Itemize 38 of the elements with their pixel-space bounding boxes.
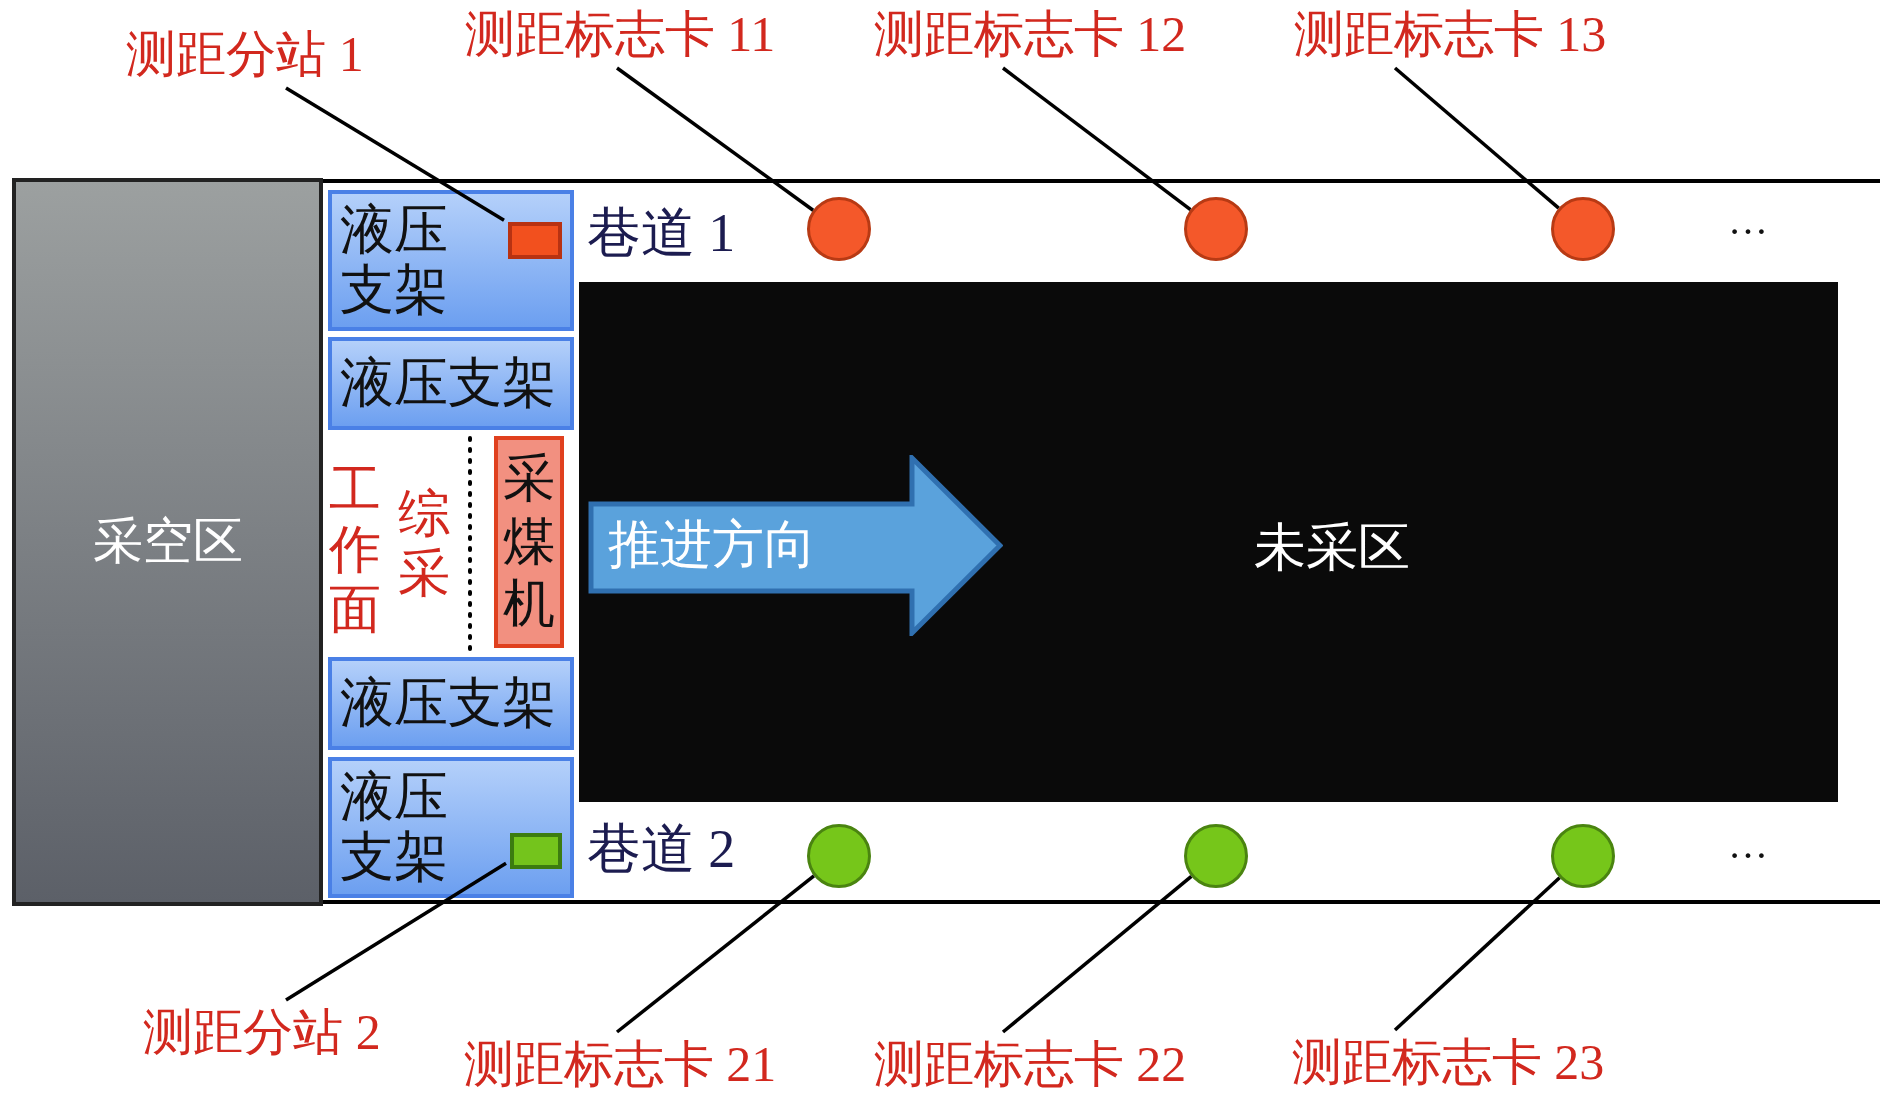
leader-line [1393, 876, 1561, 1032]
callout-label: 测距标志卡 13 [1260, 2, 1640, 68]
passage-label: 巷道 1 [585, 201, 737, 265]
shearer-box: 采煤机 [494, 436, 564, 648]
leader-line [615, 66, 815, 212]
ranging-station-marker [510, 833, 562, 869]
hydraulic-support-box: 液压支架 [328, 757, 574, 898]
callout-label: 测距分站 2 [112, 1000, 412, 1066]
tag-card-marker [807, 197, 871, 261]
callout-label: 测距标志卡 11 [430, 2, 810, 68]
leader-line [285, 861, 507, 1002]
leader-line [615, 874, 815, 1034]
advance-arrow: 推进方向 [588, 455, 1003, 636]
callout-label: 测距标志卡 22 [840, 1032, 1220, 1098]
tag-card-marker [1551, 197, 1615, 261]
ellipsis: … [1727, 821, 1769, 869]
hydraulic-support-box: 液压支架 [328, 337, 574, 430]
face-label: 工作面 [328, 460, 383, 640]
ranging-station-marker [508, 222, 562, 259]
tag-card-marker [1551, 824, 1615, 888]
ellipsis: … [1727, 197, 1769, 245]
hydraulic-support-box: 液压支架 [328, 657, 574, 750]
callout-label: 测距标志卡 12 [840, 2, 1220, 68]
callout-label: 测距标志卡 23 [1258, 1030, 1638, 1096]
tag-card-marker [1184, 197, 1248, 261]
unmined-area: 推进方向 未采区 [579, 282, 1838, 802]
callout-label: 测距标志卡 21 [430, 1032, 810, 1098]
leader-line [1001, 66, 1192, 212]
passage-label: 巷道 2 [585, 817, 737, 881]
callout-label: 测距分站 1 [95, 22, 395, 88]
face-label: 综采 [397, 484, 452, 604]
leader-line [1393, 66, 1560, 210]
leader-line [1001, 875, 1193, 1034]
leader-line [285, 86, 505, 222]
hydraulic-support-box: 液压支架 [328, 190, 574, 331]
tag-card-marker [807, 824, 871, 888]
tag-card-marker [1184, 824, 1248, 888]
goaf-area: 采空区 [12, 178, 323, 906]
